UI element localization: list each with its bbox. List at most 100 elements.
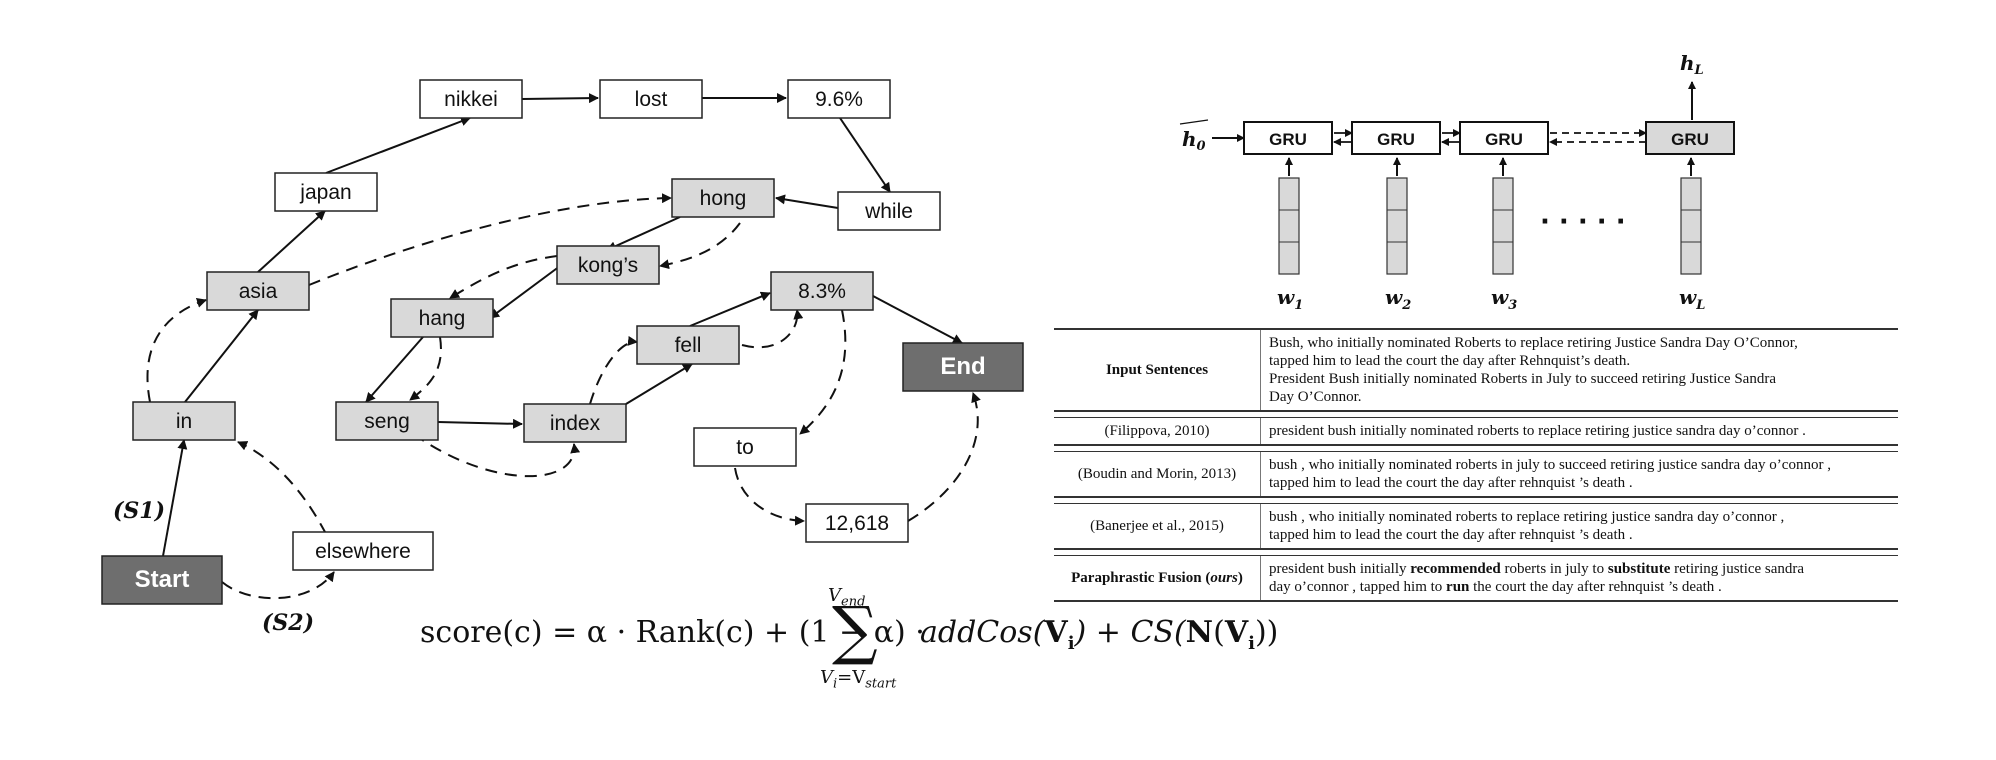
graph-node-hong: hong [671, 178, 775, 218]
table-row: (Banerjee et al., 2015)bush , who initia… [1054, 503, 1898, 550]
graph-node-label: while [864, 200, 913, 223]
graph-node-asia: asia [206, 271, 310, 311]
graph-node-hang: hang [390, 298, 494, 338]
graph-node-label: lost [635, 88, 668, 111]
graph-node-label: index [550, 412, 601, 435]
svg-text:h0: h0 [1182, 127, 1206, 154]
path-label-s2: (S2) [262, 610, 314, 636]
graph-node-fell: fell [636, 325, 740, 365]
gru-input-4: wL [1679, 157, 1705, 313]
graph-node-in: in [132, 401, 236, 441]
graph-edge-solid [184, 309, 259, 403]
formula-sum-lower: Vi=Vstart [820, 667, 897, 692]
graph-node-to: to [693, 427, 797, 467]
graph-node-index: index [523, 403, 627, 443]
graph-edge-dashed [734, 467, 805, 526]
graph-node-nikkei: nikkei [419, 79, 523, 119]
graph-edge-solid [839, 117, 891, 193]
graph-edge-dashed [589, 335, 638, 405]
graph-node-label: elsewhere [315, 540, 411, 563]
gru-input-label: w1 [1277, 285, 1303, 313]
table-method-cell: (Banerjee et al., 2015) [1054, 504, 1261, 548]
formula-main: score(c) = α · Rank(c) + (1 − α) · [420, 615, 925, 650]
gru-input-3: w3 [1491, 157, 1517, 313]
table-output-cell: bush , who initially nominated roberts i… [1269, 457, 1831, 491]
graph-edge-dashed [237, 441, 344, 571]
table-output-cell: president bush initially recommended rob… [1269, 561, 1805, 595]
table-row: (Filippova, 2010)president bush initiall… [1054, 417, 1898, 446]
table-output-cell: bush , who initially nominated roberts t… [1269, 509, 1785, 543]
formula-rest: addCos(Vi) + CS(N(Vi)) [920, 615, 1279, 654]
graph-edge-dashed [907, 392, 981, 522]
table-row: Paraphrastic Fusion (ours)president bush… [1054, 555, 1898, 602]
graph-node-kongs: kong’s [556, 245, 660, 285]
table-method-cell: Input Sentences [1054, 330, 1261, 410]
graph-node-end: End [902, 342, 1024, 392]
word-graph: Start in elsewhere asia japan nikkei lost 9.6% w… [101, 79, 1024, 636]
h0-sub: 0 [1197, 139, 1206, 154]
graph-edge-solid [365, 336, 424, 403]
svg-text:GRU: GRU [1269, 130, 1307, 149]
graph-edge-solid [257, 210, 326, 273]
graph-node-label: 9.6% [815, 88, 863, 111]
graph-node-label: 12,618 [825, 512, 889, 535]
gru-unit-1: GRU [1243, 121, 1333, 155]
graph-node-label: asia [239, 280, 278, 303]
graph-edge-solid [325, 116, 471, 174]
graph-node-label: hong [700, 187, 747, 210]
gru-input-label: wL [1679, 285, 1705, 313]
graph-node-seng: seng [335, 401, 439, 441]
table-method-cell: (Filippova, 2010) [1054, 418, 1261, 444]
graph-node-label: in [176, 410, 192, 433]
graph-node-label: End [940, 353, 985, 380]
table-method-cell: Paraphrastic Fusion (ours) [1054, 556, 1261, 600]
formula-sigma: ∑ [832, 594, 878, 668]
gru-input-label: w2 [1385, 285, 1411, 313]
table-output-cell: Bush, who initially nominated Roberts to… [1269, 335, 1798, 405]
gru-unit-3: GRU [1459, 121, 1549, 155]
graph-node-label: kong’s [578, 254, 638, 277]
graph-node-elsewhere: elsewhere [292, 531, 434, 571]
gru-input-1: w1 [1277, 157, 1303, 313]
graph-edge-solid [162, 439, 188, 557]
graph-node-pct83: 8.3% [770, 271, 874, 311]
hl-label: hL [1680, 51, 1704, 78]
graph-node-label: 8.3% [798, 280, 846, 303]
graph-edge-solid [775, 194, 839, 209]
gru-input-label: w3 [1491, 285, 1517, 313]
graph-edge-dashed [409, 336, 442, 401]
graph-edge-dashed [146, 298, 207, 403]
h0-label: h0 [1179, 119, 1209, 154]
graph-edge-dashed [741, 309, 804, 349]
graph-node-lost: lost [599, 79, 703, 119]
graph-edge-solid [606, 216, 681, 251]
table-row: (Boudin and Morin, 2013)bush , who initi… [1054, 451, 1898, 498]
svg-text:GRU: GRU [1377, 130, 1415, 149]
graph-edge-solid [437, 418, 523, 429]
graph-node-label: Start [135, 566, 190, 593]
graph-edge-solid [872, 295, 963, 344]
graph-node-label: hang [419, 307, 466, 330]
scoring-formula: score(c) = α · Rank(c) + (1 − α) · Vend … [420, 585, 1280, 695]
graph-edge-dashed [308, 193, 672, 286]
graph-node-while: while [837, 191, 941, 231]
graph-node-pct96: 9.6% [787, 79, 891, 119]
graph-node-label: japan [299, 181, 351, 204]
table-method-cell: (Boudin and Morin, 2013) [1054, 452, 1261, 496]
graph-node-label: fell [675, 334, 702, 357]
graph-edge-solid [689, 291, 771, 327]
graph-node-japan: japan [274, 172, 378, 212]
graph-node-label: nikkei [444, 88, 498, 111]
gru-input-2: w2 [1385, 157, 1411, 313]
path-label-s1: (S1) [113, 498, 165, 524]
graph-edge-solid [521, 93, 599, 104]
graph-edge-solid [489, 265, 561, 319]
graph-edge-dashed [799, 309, 847, 435]
graph-node-num12618: 12,618 [805, 503, 909, 543]
svg-text:GRU: GRU [1485, 130, 1523, 149]
gru-unit-4: GRU [1645, 121, 1735, 155]
svg-text:GRU: GRU [1671, 130, 1709, 149]
